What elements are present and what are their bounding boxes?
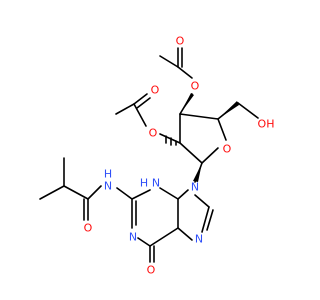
bond-n3-c2 [131, 189, 151, 200]
stereo-bonds [165, 93, 239, 182]
bond-c1-o4 [201, 147, 219, 164]
atom-n9-purine: N [191, 181, 199, 194]
structure-canvas: O O O O OH O N H O N H N N N O [39, 34, 275, 277]
wedge-c1-n9 [193, 163, 202, 182]
bond-c5-oh [237, 102, 259, 119]
bond-left-acetate-methyl [115, 103, 135, 115]
atom-nh-purine: N [152, 177, 160, 190]
bond-n7-c5 [177, 227, 193, 241]
bond-left-acetate-ester [133, 103, 147, 127]
atom-o-purine-carbonyl: O [147, 264, 156, 277]
bond-c4-n3 [159, 187, 179, 200]
bond-c4-c3 [179, 113, 219, 120]
atom-o-ester-upper-acetate: O [191, 80, 200, 93]
atom-n-amide: N [104, 180, 112, 193]
bond-upper-acetate-ester [177, 66, 193, 79]
bond-c8-n7-a [201, 206, 210, 233]
bond-namide-camide [87, 185, 102, 200]
bond-left-acetate-carbonyl-b [136, 97, 151, 109]
molecule-diagram: O O O O OH O N H O N H N N N O [39, 34, 275, 277]
hash-c2-o [165, 135, 177, 146]
bond-c8-n7-b [206, 209, 214, 231]
atom-o-ester-left-acetate: O [149, 127, 158, 140]
bond-n9-c8 [194, 194, 210, 208]
bond-left-acetate-carbonyl-a [133, 93, 148, 105]
atom-o-ring-furanose: O [223, 143, 232, 156]
bond-ch-methyl-left [39, 185, 65, 200]
atom-h-purine: H [140, 177, 148, 190]
bonds [39, 47, 259, 263]
bond-upper-acetate-methyl [159, 55, 179, 68]
atom-o-carbonyl-left-acetate: O [151, 84, 160, 97]
bond-c4-n9 [177, 189, 189, 200]
atom-oh-hydroxyl: OH [258, 118, 275, 131]
bond-o4-c4 [217, 118, 227, 141]
bond-c2-namide [116, 187, 133, 200]
wedge-c3-o [180, 93, 194, 114]
atom-o-carbonyl-top-acetate: O [176, 35, 185, 48]
bond-c6-c5 [149, 227, 179, 247]
wedge-c4-c5 [218, 101, 239, 119]
atom-h-amide: H [104, 168, 112, 181]
atom-n1-purine: N [129, 231, 137, 244]
bond-n1-c6 [137, 237, 151, 247]
atom-n-imidazole: N [195, 233, 203, 246]
bond-camide-ch [63, 185, 89, 200]
bond-c2-c1 [179, 142, 203, 164]
atom-o-amide-carbonyl: O [84, 222, 93, 235]
atom-labels: O O O O OH O N H O N H N N N O [84, 35, 275, 277]
